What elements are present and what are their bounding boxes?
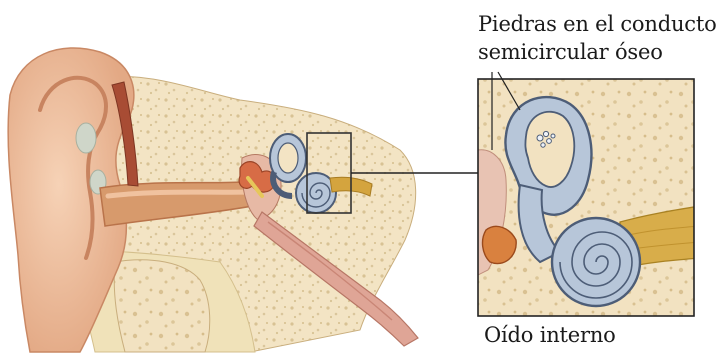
stones-label-line2: semicircular óseo: [478, 40, 663, 65]
stones-label-line1: Piedras en el conducto: [478, 12, 717, 37]
zoom-panel: [478, 72, 700, 316]
inner-ear-label: Oído interno: [484, 323, 616, 348]
ear-cross-section: [8, 48, 418, 352]
auricle-cartilage-1: [76, 123, 96, 153]
